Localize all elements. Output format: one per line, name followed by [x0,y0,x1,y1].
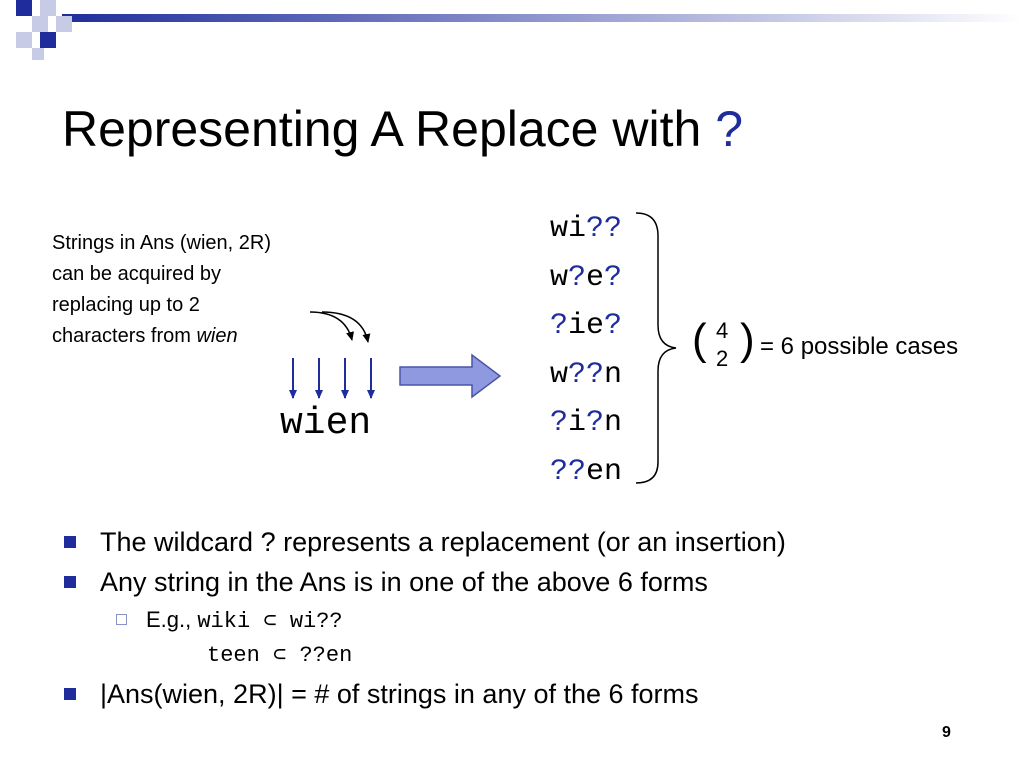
wildcard-form: wi?? [522,205,622,254]
wildcard-form: ?i?n [522,399,622,448]
sub-bullet-continuation: teen ⊂ ??en [64,638,1004,674]
wildcard-segment: ?? [549,454,586,489]
page-number: 9 [942,724,951,741]
literal-segment: en [585,454,622,489]
note-line: characters from wien [52,321,271,352]
literal-segment: i [567,406,586,440]
wildcard-forms-list: wi??w?e??ie?w??n?i?n??en [522,205,622,496]
slide-title-text: Representing A Replace with [62,101,716,157]
bullet-text: The wildcard ? represents a replacement … [100,527,786,557]
literal-segment: wi [549,212,586,246]
deco-square-light [32,48,44,60]
deco-square-light [32,16,48,32]
literal-segment: w [549,357,568,392]
note-line: replacing up to 2 [52,294,200,316]
header-decoration [16,0,1024,60]
slide-title: Representing A Replace with ? [62,94,743,164]
hollow-square-icon [116,614,127,625]
wildcard-segment: ? [603,260,622,295]
wildcard-segment: ? [603,309,622,343]
literal-segment: ie [567,309,604,343]
example-subset: teen ⊂ ??en [207,643,353,668]
wildcard-form: w?e? [522,254,622,303]
sub-bullet-prefix: E.g., [146,607,198,632]
bullet-list: The wildcard ? represents a replacement … [64,522,1004,714]
literal-segment: n [603,357,622,392]
wildcard-form: w??n [522,351,622,400]
note-line-text: characters from [52,325,197,347]
bullet-square-icon [64,536,76,548]
binomial-open-paren: ( [692,315,707,364]
deco-square-light [16,32,32,48]
deco-square-dark [40,32,56,48]
binomial-n: 4 [716,318,729,343]
bullet-item: |Ans(wien, 2R)| = # of strings in any of… [64,674,1004,714]
wildcard-segment: ?? [585,212,622,246]
deco-square-dark [16,0,32,16]
possible-cases-text: = 6 possible cases [760,333,959,360]
wildcard-segment: ? [549,406,568,440]
bullet-item: The wildcard ? represents a replacement … [64,522,1004,562]
bullet-text: Any string in the Ans is in one of the a… [100,567,708,597]
wildcard-form: ??en [522,448,622,497]
title-bar-gradient [62,14,1024,22]
wildcard-segment: ? [549,309,568,343]
sub-bullet-item: E.g., wiki ⊂ wi?? [64,602,1004,638]
binomial-k: 2 [716,346,729,371]
bullet-square-icon [64,576,76,588]
note-line: can be acquired by [52,263,222,285]
wildcard-form: ?ie? [522,302,622,351]
wildcard-segment: ?? [567,357,604,392]
note-emphasis: wien [196,325,238,347]
block-arrow-right [399,353,502,399]
bullet-item: Any string in the Ans is in one of the a… [64,562,1004,602]
source-string: wien [280,402,372,445]
curly-brace [635,212,677,484]
wildcard-segment: ? [567,260,586,295]
curved-arrow [321,311,371,343]
deco-square-light [56,16,72,32]
curved-arrow [309,311,354,341]
binomial-close-paren: ) [740,315,755,364]
wildcard-segment: ? [585,406,604,440]
example-subset: wiki ⊂ wi?? [197,609,343,634]
bullet-square-icon [64,688,76,700]
bullet-text: |Ans(wien, 2R)| = # of strings in any of… [100,679,699,709]
literal-segment: n [603,406,622,440]
note-line: Strings in Ans (wien, 2R) [52,232,271,254]
deco-square-light [40,0,56,16]
explanation-note: Strings in Ans (wien, 2R) can be acquire… [52,228,271,352]
literal-segment: e [585,260,604,295]
slide-title-wildcard: ? [715,101,743,157]
literal-segment: w [549,260,568,295]
